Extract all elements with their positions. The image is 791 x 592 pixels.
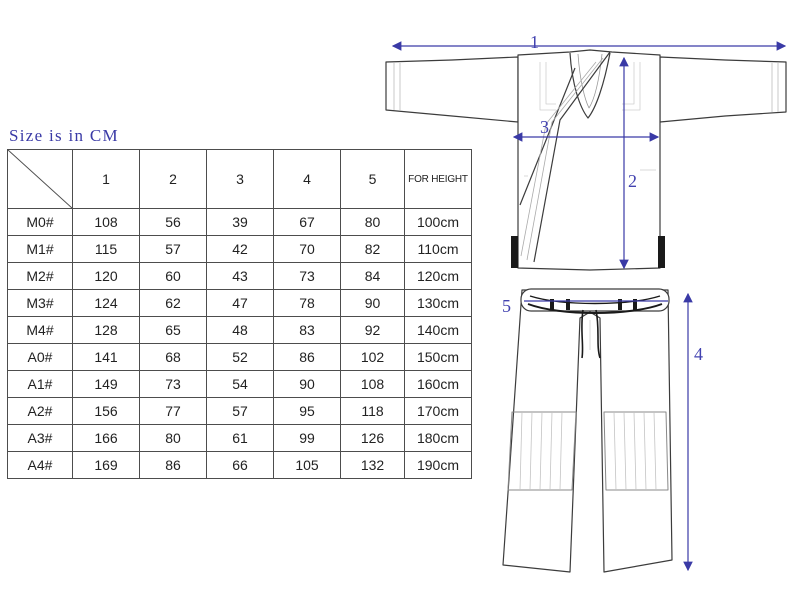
pants-illustration [502,288,673,573]
size-cell: A4# [7,451,73,479]
value-cell: 132 [340,451,405,479]
value-cell: 169 [72,451,140,479]
value-cell: 102 [340,343,405,371]
value-cell: 118 [340,397,405,425]
value-cell: 108 [72,208,140,236]
height-cell: 120cm [404,262,472,290]
value-cell: 149 [72,370,140,398]
size-cell: M0# [7,208,73,236]
corner-cell [7,149,73,209]
height-cell: 180cm [404,424,472,452]
header-cell: 1 [72,149,140,209]
value-cell: 166 [72,424,140,452]
header-cell: 3 [206,149,274,209]
value-cell: 70 [273,235,341,263]
value-cell: 90 [340,289,405,317]
size-cell: M4# [7,316,73,344]
value-cell: 141 [72,343,140,371]
value-cell: 61 [206,424,274,452]
value-cell: 57 [206,397,274,425]
value-cell: 83 [273,316,341,344]
measurement-arrows [391,41,787,572]
height-cell: 100cm [404,208,472,236]
value-cell: 124 [72,289,140,317]
size-cell: A2# [7,397,73,425]
height-cell: 190cm [404,451,472,479]
value-cell: 80 [340,208,405,236]
label-5: 5 [502,296,511,316]
height-cell: 110cm [404,235,472,263]
value-cell: 68 [139,343,207,371]
value-cell: 120 [72,262,140,290]
diagonal-divider [8,150,72,208]
value-cell: 86 [139,451,207,479]
value-cell: 126 [340,424,405,452]
page-title: Size is in CM [9,126,119,145]
label-4: 4 [694,344,703,364]
value-cell: 82 [340,235,405,263]
value-cell: 52 [206,343,274,371]
value-cell: 99 [273,424,341,452]
value-cell: 77 [139,397,207,425]
measurement-labels: 1 2 3 4 5 [502,32,703,364]
value-cell: 65 [139,316,207,344]
value-cell: 84 [340,262,405,290]
label-1: 1 [530,32,539,52]
value-cell: 42 [206,235,274,263]
value-cell: 105 [273,451,341,479]
height-cell: 130cm [404,289,472,317]
height-cell: 170cm [404,397,472,425]
label-2: 2 [628,171,637,191]
value-cell: 92 [340,316,405,344]
value-cell: 95 [273,397,341,425]
value-cell: 128 [72,316,140,344]
height-cell: 140cm [404,316,472,344]
header-cell-height: FOR HEIGHT [404,149,472,209]
label-3: 3 [540,117,549,137]
value-cell: 54 [206,370,274,398]
value-cell: 66 [206,451,274,479]
height-cell: 160cm [404,370,472,398]
jacket-illustration [385,49,787,271]
value-cell: 62 [139,289,207,317]
height-cell: 150cm [404,343,472,371]
